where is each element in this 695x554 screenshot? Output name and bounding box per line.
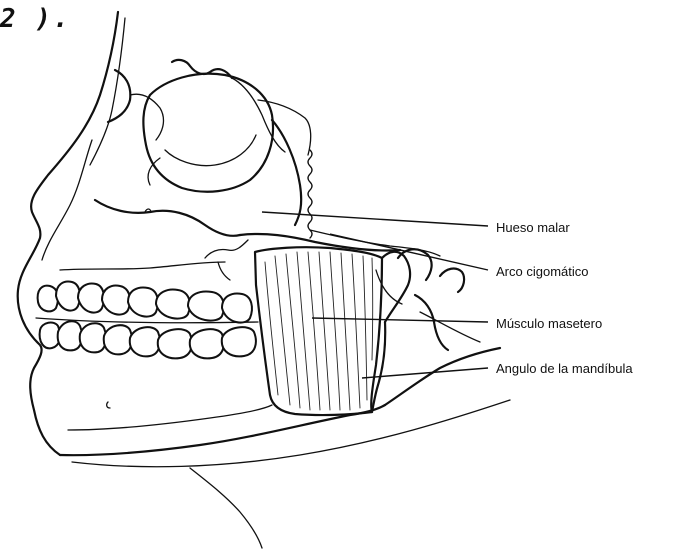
orbit-inner-rim: [165, 135, 256, 166]
upper-teeth: [38, 282, 252, 323]
external-auditory-meatus: [440, 269, 464, 292]
label-arco-cigomatico: Arco cigomático: [496, 264, 588, 280]
maxilla-lower-line: [60, 262, 225, 270]
superior-orbit-line: [232, 78, 285, 152]
lower-teeth: [40, 321, 256, 358]
mandible-inner-line: [68, 405, 272, 430]
mandibular-condyle: [382, 252, 410, 322]
neck-line-lower: [72, 400, 510, 467]
neck-line-anterior: [190, 468, 262, 548]
mandible-angle-gonion: [385, 348, 500, 405]
mastoid-process: [415, 295, 448, 350]
face-profile-outline: [18, 12, 118, 455]
zygomatic-temporal-suture: [308, 150, 312, 238]
mental-foramen: [107, 402, 110, 408]
temporal-line: [258, 100, 311, 155]
maxilla-contour: [95, 200, 240, 236]
zygomatic-arch-lower: [310, 230, 440, 256]
maxillary-suture-branch: [218, 262, 230, 280]
coronoid-process: [376, 270, 402, 304]
maxilla-suture: [205, 240, 248, 258]
leader-musculo-masetero: [312, 318, 488, 322]
label-angulo-mandibula: Angulo de la mandíbula: [496, 361, 633, 377]
nasal-bone-line: [90, 18, 125, 165]
label-musculo-masetero: Músculo masetero: [496, 316, 602, 332]
styloid-line: [420, 312, 480, 342]
mandible-lower-border: [60, 405, 385, 455]
inner-cheek-line: [42, 140, 92, 260]
masseter-muscle-fibers: [265, 252, 373, 410]
label-hueso-malar: Hueso malar: [496, 220, 570, 236]
malar-bone-upper: [272, 120, 301, 225]
orbit-outline: [143, 74, 273, 192]
